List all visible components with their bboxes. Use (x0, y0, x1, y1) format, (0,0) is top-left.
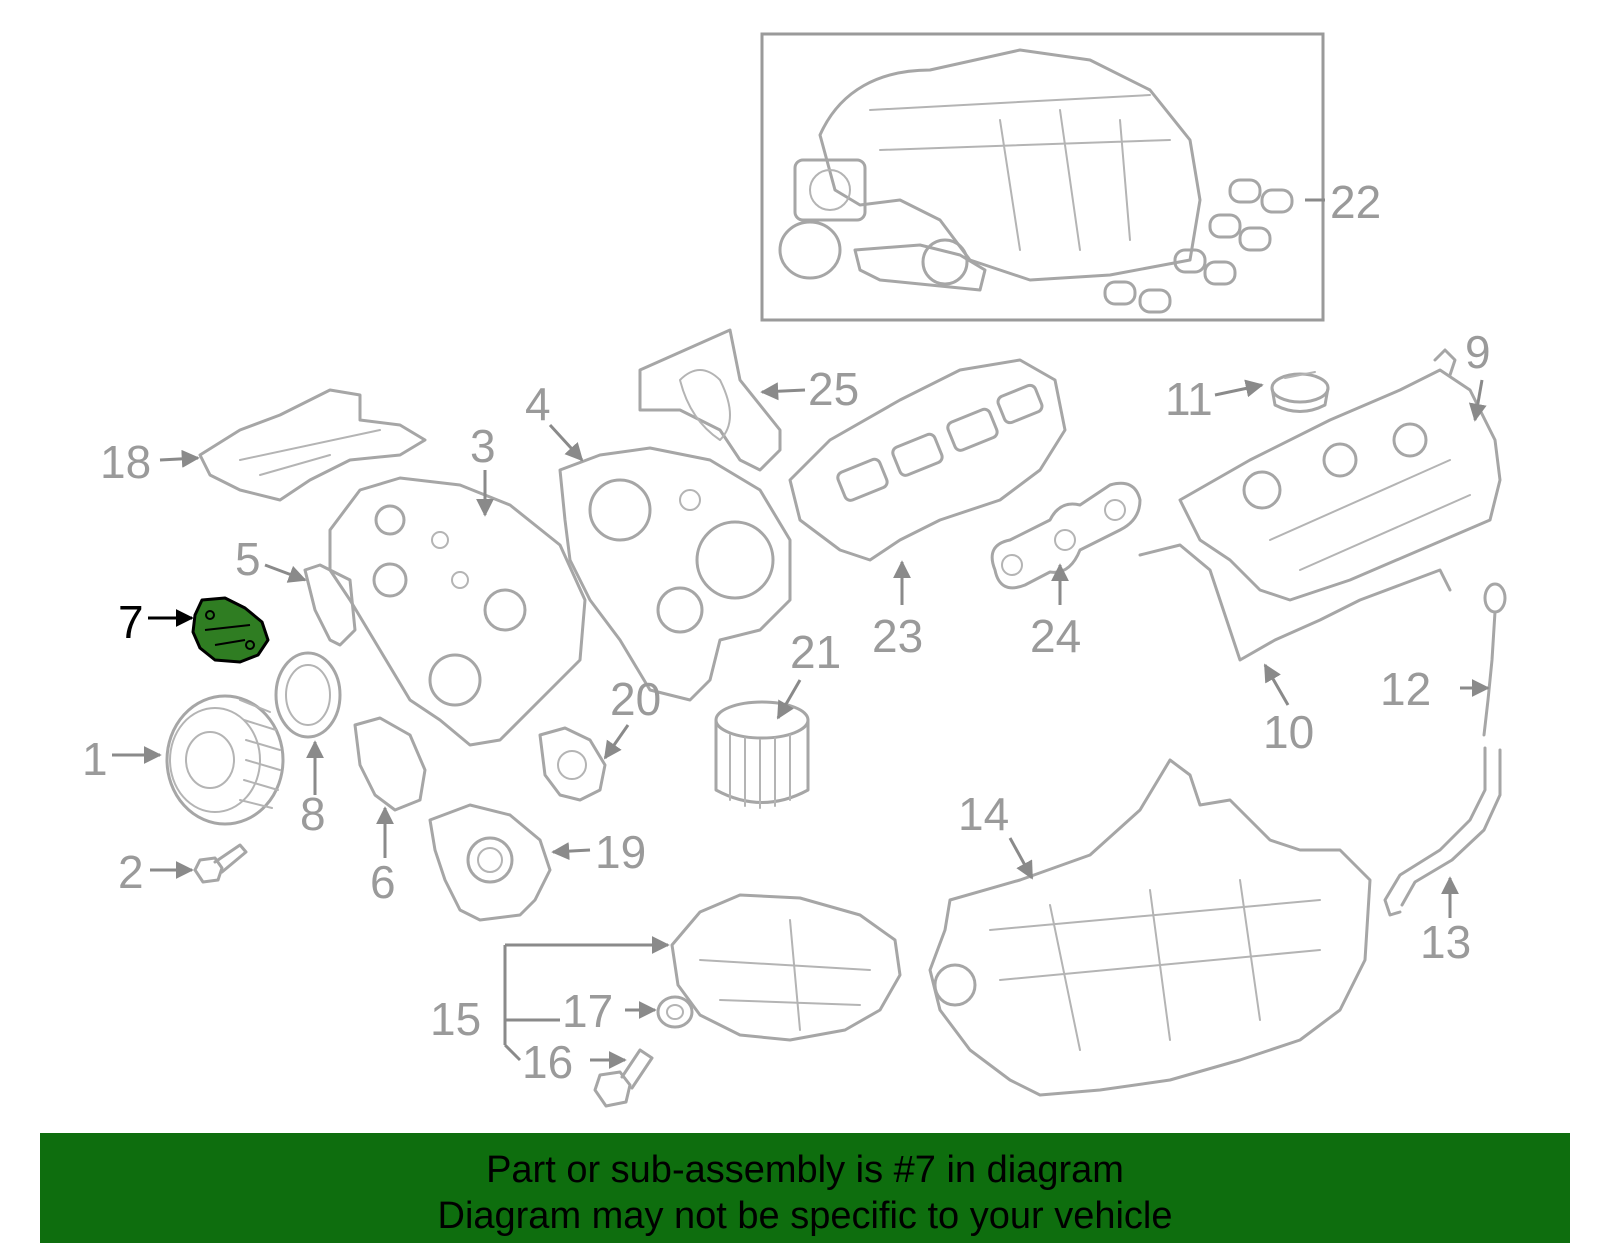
part-24-intake-gasket[interactable] (990, 481, 1142, 590)
callout-24: 24 (1030, 610, 1081, 662)
part-7-highlighted-cover[interactable] (191, 596, 270, 664)
part-16-drain-plug[interactable] (593, 1048, 654, 1108)
callout-12: 12 (1380, 663, 1431, 715)
part-18-heat-shield[interactable] (198, 388, 427, 502)
part-11-oil-filler-cap[interactable] (1270, 371, 1330, 413)
callout-4: 4 (525, 378, 551, 430)
callout-7: 7 (118, 596, 144, 648)
part-19-oil-pump[interactable] (428, 803, 552, 922)
part-3-front-cover[interactable] (328, 476, 587, 747)
part-12-dipstick[interactable] (1482, 582, 1507, 737)
callout-6: 6 (370, 856, 396, 908)
part-13-dipstick-tube[interactable] (1383, 746, 1502, 917)
part-23-upper-intake[interactable] (788, 358, 1067, 562)
part-17-drain-washer[interactable] (656, 995, 694, 1029)
part-14-upper-oil-pan[interactable] (928, 758, 1372, 1097)
part-8-oil-seal[interactable] (274, 651, 342, 739)
callout-17: 17 (562, 985, 613, 1037)
callout-8: 8 (300, 788, 326, 840)
part-10-valve-cover-gasket[interactable] (1138, 543, 1452, 662)
part-20-oil-cooler[interactable] (538, 726, 607, 802)
info-banner: Part or sub-assembly is #7 in diagram Di… (40, 1133, 1570, 1243)
callout-9: 9 (1465, 326, 1491, 378)
part-6-gasket[interactable] (353, 716, 427, 812)
callout-21: 21 (790, 626, 841, 678)
callout-10: 10 (1263, 706, 1314, 758)
callout-11: 11 (1165, 373, 1213, 425)
intake-manifold-inset-box (760, 32, 1325, 322)
callout-16: 16 (522, 1036, 573, 1088)
callout-13: 13 (1420, 916, 1471, 968)
callout-23: 23 (872, 610, 923, 662)
callout-19: 19 (595, 826, 646, 878)
part-4-timing-chain-case[interactable] (558, 446, 792, 702)
callout-18: 18 (100, 436, 151, 488)
banner-line-1: Part or sub-assembly is #7 in diagram (486, 1149, 1124, 1191)
callout-25: 25 (808, 363, 859, 415)
callout-22: 22 (1330, 176, 1381, 228)
callout-20: 20 (610, 673, 661, 725)
banner-line-2: Diagram may not be specific to your vehi… (437, 1195, 1173, 1237)
part-21-oil-filter[interactable] (714, 700, 810, 809)
callout-15: 15 (430, 993, 481, 1045)
part-5-gasket[interactable] (303, 563, 357, 647)
callout-14: 14 (958, 788, 1009, 840)
callout-1: 1 (82, 733, 108, 785)
callout-2: 2 (118, 846, 144, 898)
part-22-intake-manifold[interactable] (778, 48, 1294, 314)
part-15-lower-oil-pan[interactable] (670, 893, 902, 1042)
part-1-crank-pulley[interactable] (165, 694, 285, 826)
callout-3: 3 (470, 420, 496, 472)
part-9-valve-cover[interactable] (1178, 348, 1502, 602)
part-25-timing-cover-gasket[interactable] (638, 328, 782, 472)
callout-5: 5 (235, 533, 261, 585)
part-2-pulley-bolt[interactable] (193, 843, 248, 884)
